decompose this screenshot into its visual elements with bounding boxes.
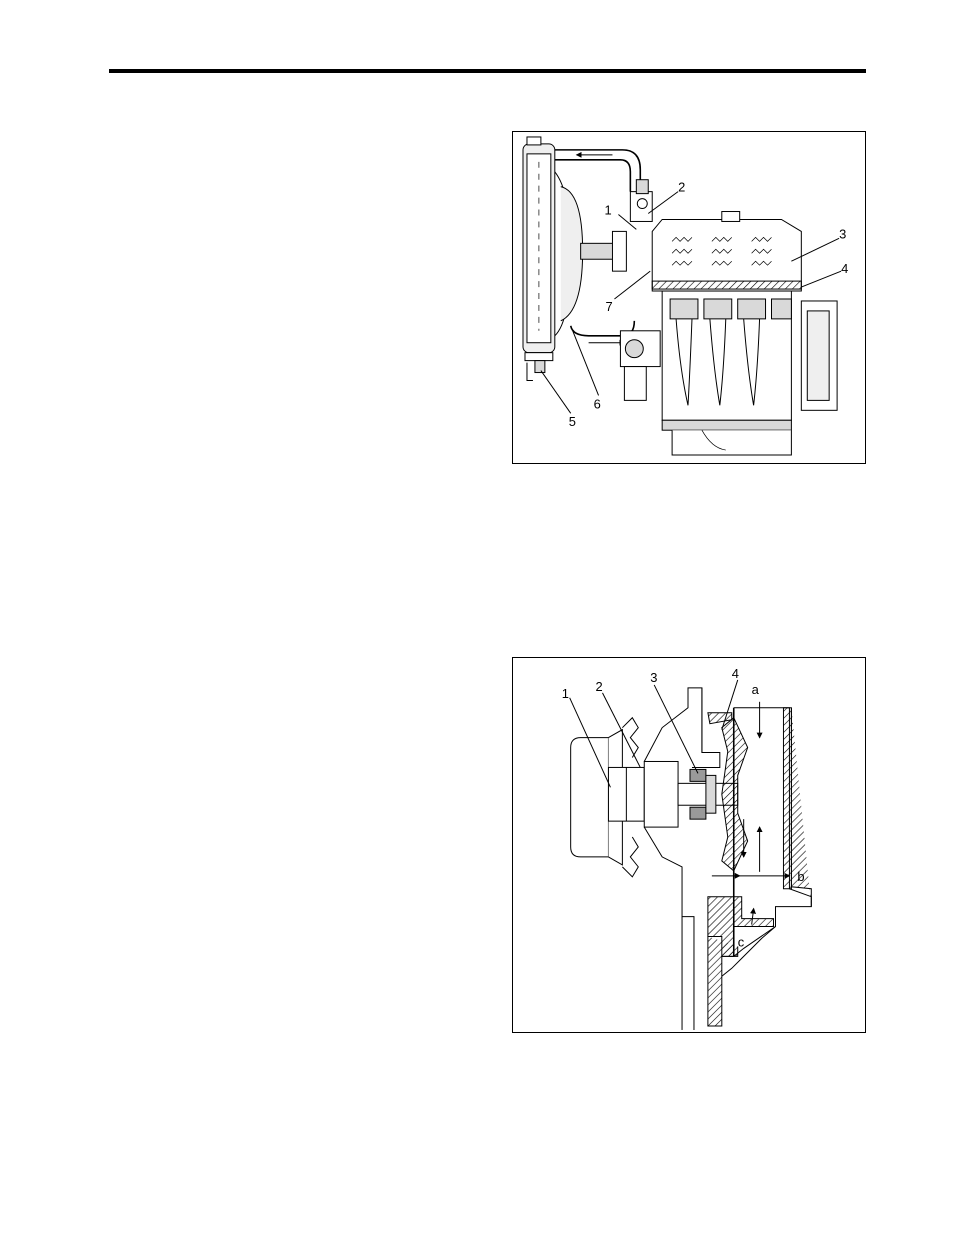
- header-rule: [109, 69, 866, 73]
- water-pump: [620, 331, 660, 401]
- cooling-fan: [561, 187, 627, 321]
- cooling-circuit-illustration: 1 2 3 4 5 6 7: [513, 132, 865, 463]
- water-pump-section-illustration: 1 2 3 4 a b c: [513, 658, 865, 1032]
- flow-label-a: a: [752, 682, 760, 697]
- flow-label-c: c: [738, 934, 745, 949]
- callout-4: 4: [841, 261, 848, 276]
- callout-4: 4: [732, 666, 739, 681]
- cooling-circuit-figure: 1 2 3 4 5 6 7: [512, 131, 866, 464]
- callout-2: 2: [596, 679, 603, 694]
- callout-1: 1: [605, 203, 612, 218]
- water-pump-section-figure: 1 2 3 4 a b c: [512, 657, 866, 1033]
- flow-label-b: b: [797, 869, 804, 884]
- callout-3: 3: [650, 670, 657, 685]
- callout-5: 5: [569, 414, 576, 429]
- callout-3: 3: [839, 226, 846, 241]
- callout-2: 2: [678, 180, 685, 195]
- callout-6: 6: [594, 396, 601, 411]
- engine-block: [652, 212, 837, 456]
- callout-1: 1: [562, 686, 569, 701]
- thermostat-housing: [630, 180, 652, 222]
- callout-7: 7: [606, 299, 613, 314]
